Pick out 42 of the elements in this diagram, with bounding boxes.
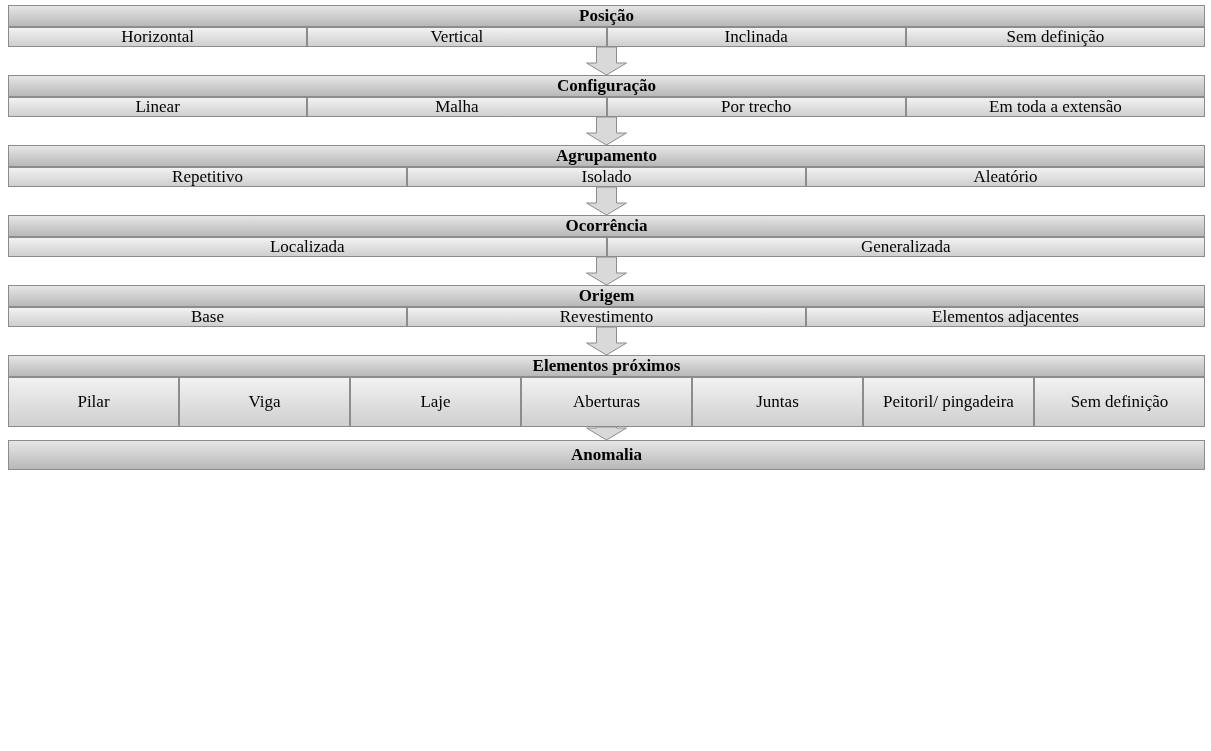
option-cell: Vertical — [307, 27, 607, 47]
category-header-bar: Agrupamento — [8, 145, 1205, 167]
category-header-bar: Ocorrência — [8, 215, 1205, 237]
category-band — [8, 5, 1205, 47]
option-cell: Linear — [8, 97, 308, 117]
category-band — [8, 285, 1205, 327]
option-cell: Aberturas — [521, 377, 692, 427]
category-band — [8, 355, 1205, 427]
option-cell: Inclinada — [606, 27, 906, 47]
down-block-arrow — [586, 326, 627, 356]
category-header-bar: Posição — [8, 5, 1205, 27]
down-block-arrow — [586, 46, 627, 76]
category-band — [8, 75, 1205, 117]
category-header-bar: Elementos próximos — [8, 355, 1205, 377]
category-band — [8, 145, 1205, 187]
option-cell: Sem definição — [1034, 377, 1205, 427]
option-cell: Viga — [179, 377, 350, 427]
option-cell: Malha — [307, 97, 607, 117]
option-cell: Por trecho — [606, 97, 906, 117]
option-cell: Revestimento — [407, 307, 806, 327]
option-cell: Peitoril/ pingadeira — [863, 377, 1034, 427]
option-cell: Generalizada — [606, 237, 1205, 257]
option-cell: Horizontal — [8, 27, 308, 47]
option-cell: Localizada — [8, 237, 607, 257]
option-cell: Pilar — [8, 377, 179, 427]
option-cell: Isolado — [407, 167, 806, 187]
option-cell: Repetitivo — [8, 167, 407, 187]
down-block-arrow — [586, 426, 627, 441]
option-cell: Base — [8, 307, 407, 327]
category-header-bar: Anomalia — [8, 440, 1205, 470]
option-cell: Laje — [350, 377, 521, 427]
option-cell: Sem definição — [905, 27, 1205, 47]
category-header-bar: Origem — [8, 285, 1205, 307]
option-cell: Aleatório — [806, 167, 1205, 187]
down-block-arrow — [586, 186, 627, 216]
category-band — [8, 215, 1205, 257]
category-header-bar: Configuração — [8, 75, 1205, 97]
option-cell: Em toda a extensão — [905, 97, 1205, 117]
option-cell: Juntas — [692, 377, 863, 427]
option-cell: Elementos adjacentes — [806, 307, 1205, 327]
down-block-arrow — [586, 116, 627, 146]
down-block-arrow — [586, 256, 627, 286]
